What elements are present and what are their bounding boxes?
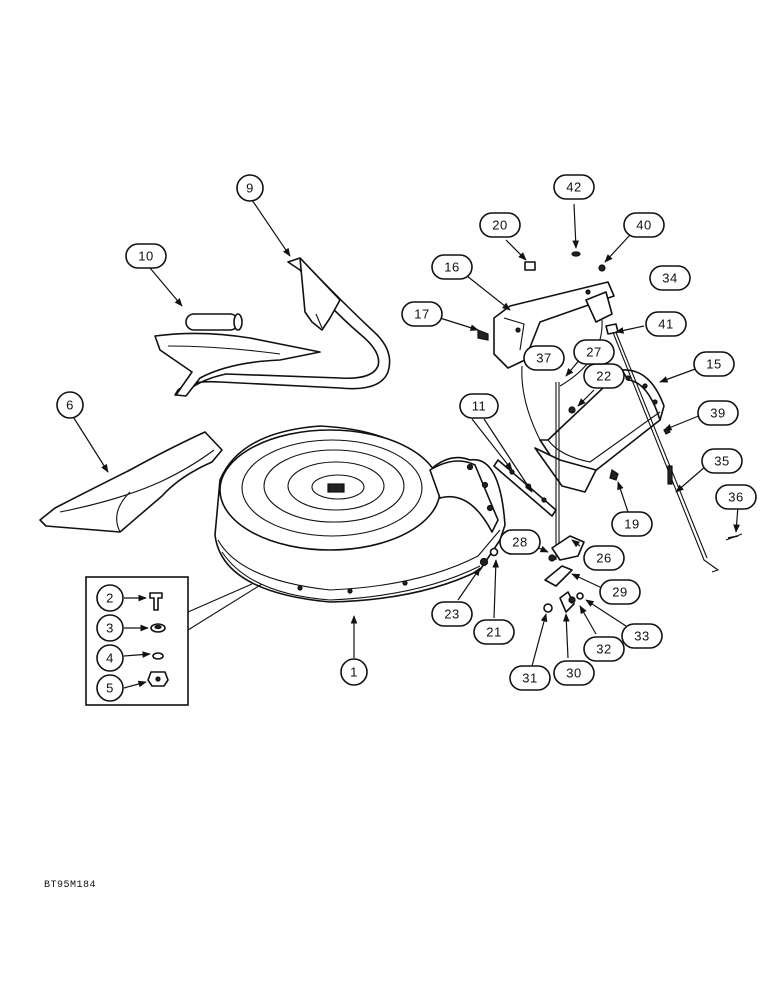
- callout-11: 11: [459, 393, 499, 419]
- svg-text:22: 22: [596, 369, 611, 384]
- svg-text:27: 27: [586, 345, 601, 360]
- part-16-bracket: [493, 281, 615, 441]
- callout-3: 3: [96, 614, 124, 642]
- callout-20: 20: [479, 212, 521, 238]
- callout-6: 6: [56, 391, 84, 419]
- callout-33: 33: [621, 623, 663, 649]
- leader-lines: [71, 199, 740, 689]
- svg-text:3: 3: [106, 621, 114, 636]
- callout-26: 26: [583, 545, 625, 571]
- svg-text:30: 30: [566, 666, 581, 681]
- svg-text:32: 32: [596, 642, 611, 657]
- svg-text:16: 16: [444, 260, 459, 275]
- callout-22: 22: [583, 363, 625, 389]
- callout-32: 32: [583, 636, 625, 662]
- callout-15: 15: [693, 351, 735, 377]
- svg-text:17: 17: [414, 307, 429, 322]
- svg-text:37: 37: [536, 351, 551, 366]
- svg-text:5: 5: [106, 681, 114, 696]
- svg-text:10: 10: [138, 249, 153, 264]
- callout-39: 39: [697, 400, 739, 426]
- part-15-chute: [534, 369, 665, 493]
- svg-text:23: 23: [444, 607, 459, 622]
- svg-text:41: 41: [658, 317, 673, 332]
- part-9-belt-guard: [174, 257, 391, 396]
- svg-text:21: 21: [486, 625, 501, 640]
- callout-37: 37: [523, 345, 565, 371]
- callout-35: 35: [701, 448, 743, 474]
- svg-text:20: 20: [492, 218, 507, 233]
- svg-text:39: 39: [710, 406, 725, 421]
- part-1-blower-housing: [214, 425, 506, 603]
- svg-text:35: 35: [714, 454, 729, 469]
- callout-29: 29: [599, 579, 641, 605]
- callout-30: 30: [553, 660, 595, 686]
- figure-reference-code: BT95M184: [44, 880, 97, 891]
- callout-1: 1: [340, 658, 368, 686]
- part-27-pin: [555, 382, 576, 560]
- svg-text:6: 6: [66, 398, 74, 413]
- callout-27: 27: [573, 339, 615, 365]
- callout-42: 42: [553, 174, 595, 200]
- callout-10: 10: [125, 243, 167, 269]
- callout-31: 31: [509, 665, 551, 691]
- svg-text:19: 19: [624, 517, 639, 532]
- callout-23: 23: [431, 601, 473, 627]
- callout-36: 36: [715, 484, 757, 510]
- svg-text:11: 11: [472, 399, 487, 414]
- svg-text:4: 4: [106, 651, 114, 666]
- svg-text:31: 31: [522, 671, 537, 686]
- svg-text:2: 2: [106, 591, 114, 606]
- callout-4: 4: [96, 644, 124, 672]
- callout-41: 41: [645, 311, 687, 337]
- part-10-baffle: [154, 313, 321, 397]
- svg-text:1: 1: [350, 665, 358, 680]
- callout-9: 9: [236, 174, 264, 202]
- svg-text:36: 36: [728, 490, 743, 505]
- callout-40: 40: [623, 212, 665, 238]
- callout-16: 16: [431, 254, 473, 280]
- svg-text:28: 28: [512, 535, 527, 550]
- svg-text:42: 42: [566, 180, 581, 195]
- svg-text:26: 26: [596, 551, 611, 566]
- callout-34: 34: [649, 265, 691, 291]
- callout-19: 19: [611, 511, 653, 537]
- svg-text:29: 29: [612, 585, 627, 600]
- svg-text:40: 40: [636, 218, 651, 233]
- callout-21: 21: [473, 619, 515, 645]
- svg-text:15: 15: [706, 357, 721, 372]
- part-35-rod: [611, 329, 720, 573]
- callout-5: 5: [96, 674, 124, 702]
- svg-text:34: 34: [662, 271, 677, 286]
- svg-text:33: 33: [634, 629, 649, 644]
- svg-text:9: 9: [246, 181, 254, 196]
- callout-17: 17: [401, 301, 443, 327]
- callout-28: 28: [499, 529, 541, 555]
- callout-2: 2: [96, 584, 124, 612]
- part-6-side-shield: [39, 431, 223, 533]
